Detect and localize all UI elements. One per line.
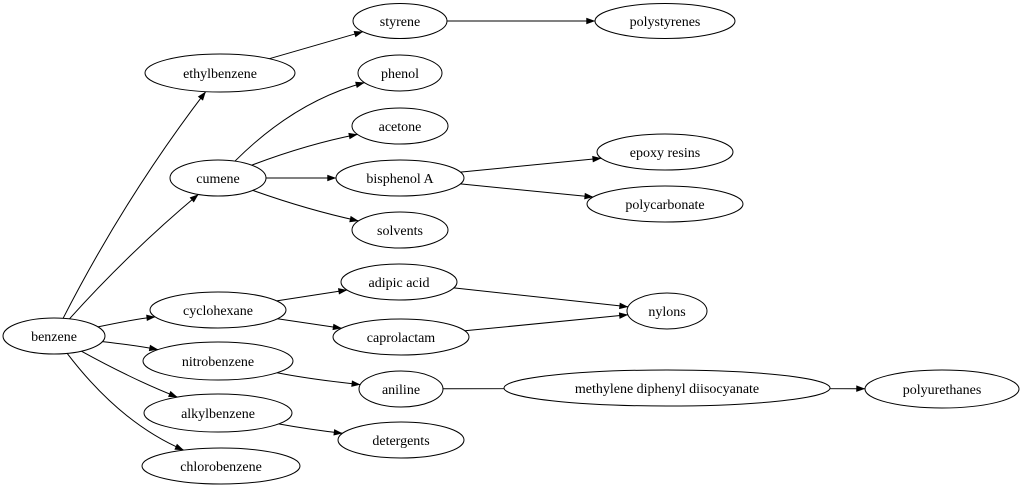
node-solvents: solvents: [351, 211, 449, 249]
node-label-polystyrenes: polystyrenes: [630, 15, 701, 30]
edge-benzene-alkylbenzene: [81, 350, 178, 398]
node-label-phenol: phenol: [381, 67, 419, 82]
node-label-nylons: nylons: [648, 305, 685, 320]
node-label-mdi: methylene diphenyl diisocyanate: [575, 382, 759, 397]
node-label-polycarbonate: polycarbonate: [625, 198, 704, 213]
node-ellipse-solvents: [351, 211, 449, 249]
node-ellipse-cyclohexane: [149, 291, 287, 329]
node-label-acetone: acetone: [379, 120, 422, 135]
node-adipic_acid: adipic acid: [340, 263, 458, 301]
node-ellipse-caprolactam: [332, 318, 470, 356]
node-benzene: benzene: [2, 317, 106, 355]
node-cyclohexane: cyclohexane: [149, 291, 287, 329]
edge-cumene-phenol: [234, 81, 365, 162]
node-ellipse-styrene: [352, 3, 448, 39]
node-ellipse-chlorobenzene: [141, 447, 301, 485]
node-ellipse-bisphenolA: [335, 159, 465, 197]
node-acetone: acetone: [351, 107, 449, 145]
node-label-ethylbenzene: ethylbenzene: [183, 67, 257, 82]
node-nylons: nylons: [626, 292, 708, 330]
node-label-styrene: styrene: [380, 15, 420, 30]
node-ethylbenzene: ethylbenzene: [144, 53, 296, 93]
node-aniline: aniline: [358, 370, 444, 408]
node-styrene: styrene: [352, 3, 448, 39]
node-label-chlorobenzene: chlorobenzene: [180, 460, 262, 475]
node-polyurethanes: polyurethanes: [864, 369, 1020, 409]
node-ellipse-polyurethanes: [864, 369, 1020, 409]
node-phenol: phenol: [357, 54, 443, 92]
node-ellipse-ethylbenzene: [144, 53, 296, 93]
edge-caprolactam-nylons: [464, 312, 629, 332]
node-mdi: methylene diphenyl diisocyanate: [503, 369, 831, 407]
node-label-aniline: aniline: [382, 383, 420, 398]
node-polycarbonate: polycarbonate: [586, 185, 744, 223]
node-label-cyclohexane: cyclohexane: [183, 304, 253, 319]
node-label-solvents: solvents: [377, 224, 423, 239]
node-bisphenolA: bisphenol A: [335, 159, 465, 197]
edges-layer: [62, 17, 866, 451]
node-ellipse-polycarbonate: [586, 185, 744, 223]
nodes-layer: benzene ethylbenzene cumene cyclohexane nitr…: [2, 3, 1020, 485]
node-ellipse-mdi: [503, 369, 831, 407]
edge-bisphenolA-epoxy_resins: [460, 155, 602, 173]
node-label-polyurethanes: polyurethanes: [903, 383, 982, 398]
node-label-alkylbenzene: alkylbenzene: [181, 407, 255, 422]
node-detergents: detergents: [337, 421, 465, 459]
node-ellipse-epoxy_resins: [596, 133, 734, 171]
node-label-nitrobenzene: nitrobenzene: [182, 355, 254, 370]
node-label-cumene: cumene: [196, 172, 240, 187]
edge-cyclohexane-adipic_acid: [276, 288, 348, 302]
node-ellipse-alkylbenzene: [143, 393, 293, 433]
node-polystyrenes: polystyrenes: [594, 3, 736, 39]
edge-cumene-acetone: [251, 132, 358, 166]
edge-benzene-nitrobenzene: [102, 341, 159, 352]
node-ellipse-acetone: [351, 107, 449, 145]
edge-benzene-cyclohexane: [97, 314, 156, 328]
node-label-caprolactam: caprolactam: [367, 331, 436, 346]
node-label-benzene: benzene: [31, 330, 77, 345]
edge-nitrobenzene-aniline: [277, 372, 361, 387]
node-ellipse-detergents: [337, 421, 465, 459]
node-ellipse-phenol: [357, 54, 443, 92]
edge-benzene-cumene: [69, 194, 199, 320]
edge-ethylbenzene-styrene: [269, 31, 364, 60]
node-cumene: cumene: [169, 159, 267, 197]
node-ellipse-cumene: [169, 159, 267, 197]
edge-cumene-solvents: [252, 189, 359, 223]
node-ellipse-nylons: [626, 292, 708, 330]
node-caprolactam: caprolactam: [332, 318, 470, 356]
node-alkylbenzene: alkylbenzene: [143, 393, 293, 433]
edge-cyclohexane-caprolactam: [277, 318, 342, 331]
node-label-adipic_acid: adipic acid: [368, 276, 429, 291]
node-label-bisphenolA: bisphenol A: [366, 172, 434, 187]
node-epoxy_resins: epoxy resins: [596, 133, 734, 171]
node-chlorobenzene: chlorobenzene: [141, 447, 301, 485]
node-label-epoxy_resins: epoxy resins: [630, 146, 700, 161]
edge-benzene-ethylbenzene: [62, 91, 207, 319]
node-ellipse-adipic_acid: [340, 263, 458, 301]
node-label-detergents: detergents: [372, 434, 429, 449]
edge-benzene-chlorobenzene: [66, 353, 184, 451]
edge-bisphenolA-polycarbonate: [460, 183, 594, 200]
edge-alkylbenzene-detergents: [278, 423, 343, 436]
node-ellipse-nitrobenzene: [142, 341, 294, 381]
edge-adipic_acid-nylons: [453, 287, 629, 310]
node-ellipse-polystyrenes: [594, 3, 736, 39]
node-ellipse-benzene: [2, 317, 106, 355]
node-ellipse-aniline: [358, 370, 444, 408]
node-nitrobenzene: nitrobenzene: [142, 341, 294, 381]
